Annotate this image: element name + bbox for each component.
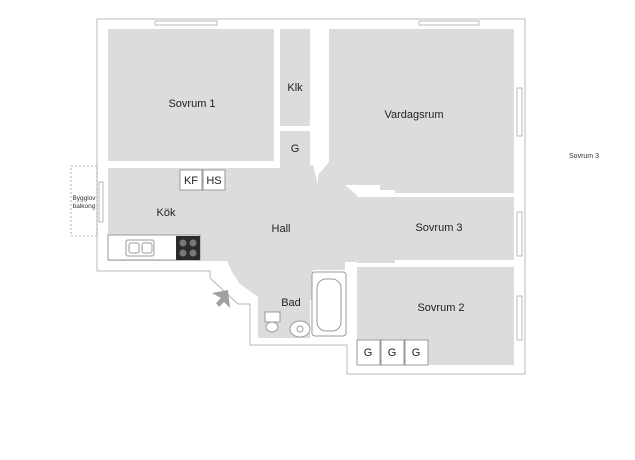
wardrobe-2 [380, 339, 405, 366]
stove-icon [176, 236, 200, 260]
label-balcony-line1: Bygglov [72, 195, 96, 202]
room-sovrum-1 [108, 29, 274, 161]
window [516, 87, 523, 137]
window [154, 20, 218, 26]
wardrobe-1 [356, 339, 381, 366]
freezer-unit [202, 169, 226, 191]
label-outside-sovrum-3: Sovrum 3 [569, 153, 599, 160]
label-g-closet: G [291, 143, 300, 155]
label-sovrum-3: Sovrum 3 [415, 222, 462, 234]
label-bad: Bad [281, 297, 301, 309]
room-sovrum-2 [357, 267, 514, 365]
window [516, 295, 523, 341]
room-g-closet [280, 131, 310, 165]
window [98, 181, 104, 223]
label-kok: Kök [157, 207, 176, 219]
label-sovrum-1: Sovrum 1 [168, 98, 215, 110]
window [516, 211, 523, 257]
room-hall [227, 165, 357, 300]
wardrobe-3 [404, 339, 429, 366]
label-klk: Klk [287, 82, 303, 94]
bathtub-icon [311, 271, 347, 337]
label-hall: Hall [272, 223, 291, 235]
fridge-unit [179, 169, 203, 191]
entry-arrow-icon [212, 290, 230, 308]
label-wardrobe-2: G [388, 347, 397, 359]
toilet-icon [264, 311, 281, 333]
washbasin-icon [289, 320, 311, 338]
room-vardagsrum [318, 29, 514, 193]
room-klk [280, 29, 310, 126]
label-balcony-line2: balkong [73, 203, 96, 210]
label-sovrum-2: Sovrum 2 [417, 302, 464, 314]
label-vardagsrum: Vardagsrum [384, 109, 443, 121]
label-hs: HS [206, 175, 221, 187]
room-sovrum-3 [357, 197, 514, 263]
label-wardrobe-3: G [412, 347, 421, 359]
window [418, 20, 480, 26]
sink-icon [125, 239, 155, 257]
label-wardrobe-1: G [364, 347, 373, 359]
balcony-outline [70, 165, 98, 237]
label-kf: KF [184, 175, 198, 187]
